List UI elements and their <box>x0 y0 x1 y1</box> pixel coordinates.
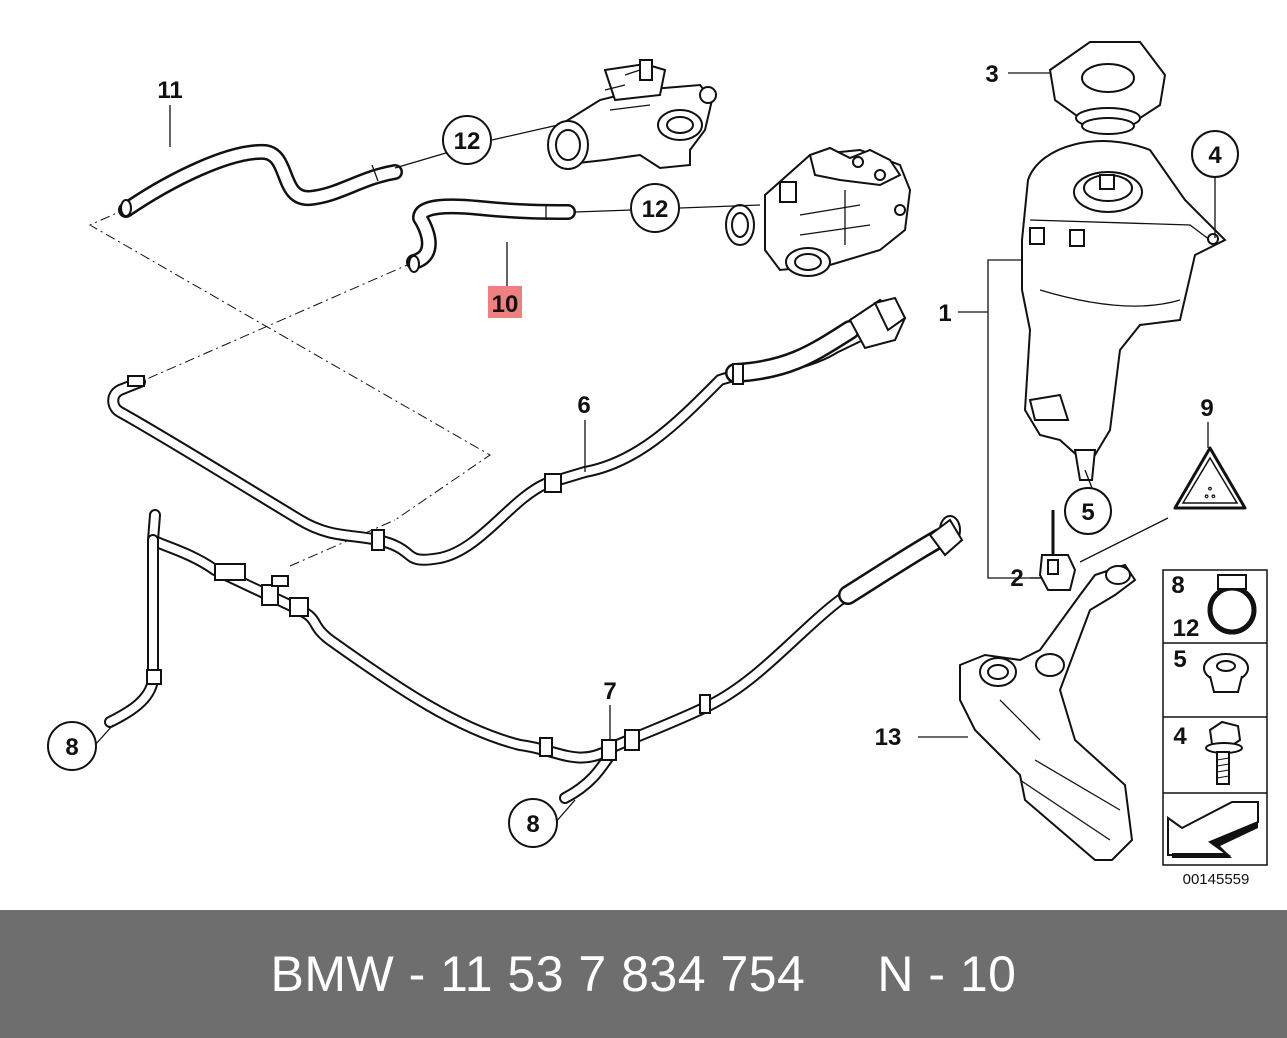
hose-7 <box>104 509 964 804</box>
callouts: 11 12 12 10 3 4 1 6 9 5 2 7 13 <box>47 61 1239 848</box>
callout-12b: 12 <box>642 196 669 223</box>
bracket <box>959 563 1137 861</box>
callout-8a: 8 <box>65 734 78 761</box>
legend-12: 12 <box>1173 615 1200 642</box>
hose-11 <box>118 143 403 218</box>
expansion-tank <box>1021 140 1227 481</box>
expansion-tank-cap <box>1048 41 1167 135</box>
small-parts-legend: 8 12 5 4 00145559 <box>1162 569 1268 888</box>
level-sensor <box>1038 510 1077 591</box>
callout-4: 4 <box>1208 142 1222 169</box>
thermostat-housing-lower <box>725 146 912 277</box>
parts-diagram: ஃ 11 12 12 10 <box>47 41 1268 888</box>
part-number-footer: BMW - 11 53 7 834 754 N - 10 <box>0 910 1287 1038</box>
callout-7: 7 <box>603 678 616 705</box>
callout-10: 10 <box>492 291 519 318</box>
bolt-icon <box>1205 720 1243 785</box>
callout-8a-circle: 8 <box>47 721 97 771</box>
hose-10 <box>406 198 576 273</box>
hose-clamp-icon <box>1207 574 1257 635</box>
part-number-text: BMW - 11 53 7 834 754 N - 10 <box>270 946 1017 1002</box>
legend-8: 8 <box>1171 572 1184 599</box>
callout-1: 1 <box>938 300 951 327</box>
callout-5: 5 <box>1081 499 1094 526</box>
callout-2: 2 <box>1010 565 1023 592</box>
assembly-lines <box>88 207 491 567</box>
grommet-icon <box>1203 653 1249 693</box>
callout-6: 6 <box>577 392 590 419</box>
callout-11: 11 <box>157 77 182 104</box>
legend-5: 5 <box>1173 646 1186 673</box>
callout-13: 13 <box>875 724 902 751</box>
callout-9: 9 <box>1200 395 1213 422</box>
warning-label-icon: ஃ <box>1173 446 1247 510</box>
legend-4: 4 <box>1173 723 1187 750</box>
callout-12b-circle: 12 <box>630 183 680 233</box>
callout-12a-circle: 12 <box>442 115 492 165</box>
drawing-number: 00145559 <box>1183 871 1250 888</box>
callout-12a: 12 <box>454 128 481 155</box>
callout-4-circle: 4 <box>1191 130 1239 178</box>
callout-8b: 8 <box>526 811 539 838</box>
leader-lines <box>94 72 1216 824</box>
callout-5-circle: 5 <box>1064 487 1112 535</box>
callout-3: 3 <box>985 61 998 88</box>
callout-10-highlight: 10 <box>488 286 522 318</box>
direction-arrow-icon <box>1167 801 1259 858</box>
svg-text:ஃ: ஃ <box>1205 485 1216 501</box>
callout-8b-circle: 8 <box>508 798 558 848</box>
hose-6 <box>107 296 907 566</box>
thermostat-housing-upper <box>547 59 717 170</box>
